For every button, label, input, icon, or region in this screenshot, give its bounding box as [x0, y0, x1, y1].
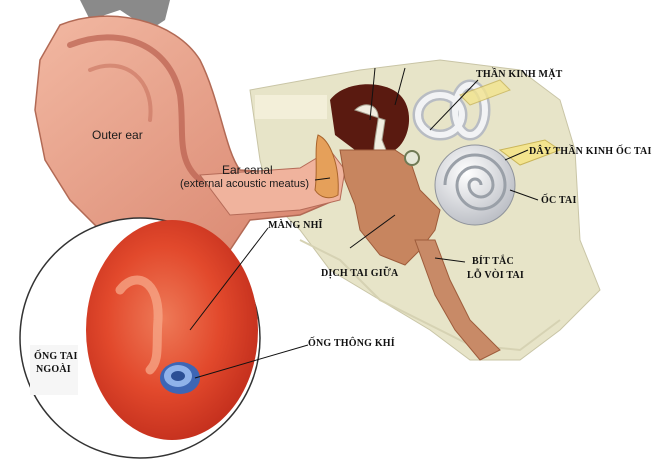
cochlear-nerve-shape — [498, 139, 562, 166]
oval-window — [404, 150, 420, 166]
inset-eardrum — [86, 220, 258, 440]
facial-nerve-shape — [459, 79, 511, 106]
middle-ear-cavity — [330, 84, 410, 150]
cochlea-shape — [434, 144, 516, 226]
facial-nerve-label: THẦN KINH MẶT — [476, 69, 563, 80]
ear-fold-inner — [88, 63, 153, 122]
cochlea-label: ỐC TAI — [541, 195, 577, 206]
ear-canal-sub-label: (external acoustic meatus) — [180, 178, 309, 190]
ear-canal-shape — [199, 149, 346, 216]
leader-lines — [189, 67, 539, 379]
tube-blocked-label-1: BÍT TẮC — [472, 256, 514, 267]
eardrum-shape — [314, 134, 339, 199]
tube-blocked-label-2: LỖ VÒI TAI — [467, 270, 525, 281]
bone-texture — [299, 239, 561, 352]
semicircular-canals-hl — [415, 82, 488, 138]
outer-ear-label: Outer ear — [92, 128, 143, 142]
outer-canal-label-2: NGOÀI — [36, 364, 71, 375]
eardrum-label: MÀNG NHĨ — [268, 220, 323, 231]
eustachian-tube — [414, 239, 501, 361]
cochlear-nerve-label: DÂY THẦN KINH ỐC TAI — [529, 146, 652, 157]
ventilation-tube-shape — [160, 362, 200, 394]
ventilation-tube-label: ỐNG THÔNG KHÍ — [308, 338, 395, 349]
ear-canal-label: Ear canal — [222, 163, 273, 177]
middle-ear-fluid-label: DỊCH TAI GIỮA — [321, 268, 399, 279]
outer-canal-label-1: ỐNG TAI — [34, 351, 78, 362]
inset-fold — [115, 275, 163, 375]
ear-fold — [67, 34, 203, 183]
